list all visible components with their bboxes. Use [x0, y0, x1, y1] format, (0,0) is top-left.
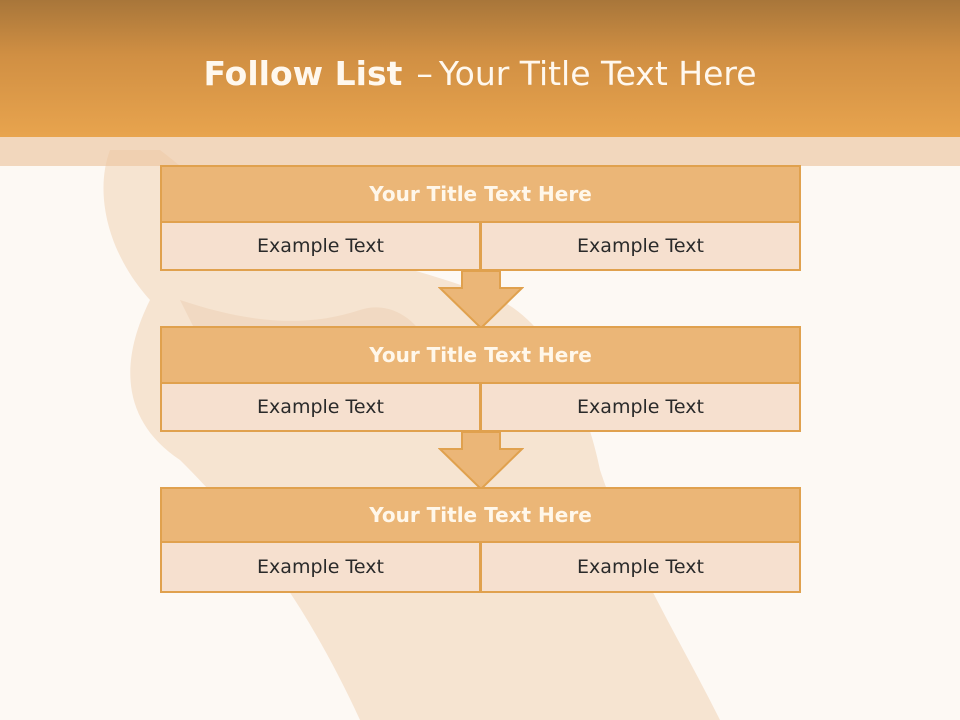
step-cell-left: Example Text: [160, 541, 481, 593]
step-title: Your Title Text Here: [160, 487, 801, 543]
title-rest: Your Title Text Here: [438, 54, 757, 93]
header-strip: [0, 137, 960, 166]
title-bold: Follow List: [203, 54, 403, 93]
step-cell-right: Example Text: [480, 382, 801, 432]
step-title: Your Title Text Here: [160, 165, 801, 223]
down-arrow-icon: [438, 431, 524, 491]
step-cell-right: Example Text: [480, 221, 801, 271]
step-title: Your Title Text Here: [160, 326, 801, 384]
down-arrow-icon: [438, 270, 524, 330]
step-cell-left: Example Text: [160, 221, 481, 271]
title-dash: –: [416, 54, 433, 93]
slide-title: Follow List–Your Title Text Here: [0, 54, 960, 93]
step-cell-right: Example Text: [480, 541, 801, 593]
header-bar: [0, 0, 960, 137]
step-cell-left: Example Text: [160, 382, 481, 432]
